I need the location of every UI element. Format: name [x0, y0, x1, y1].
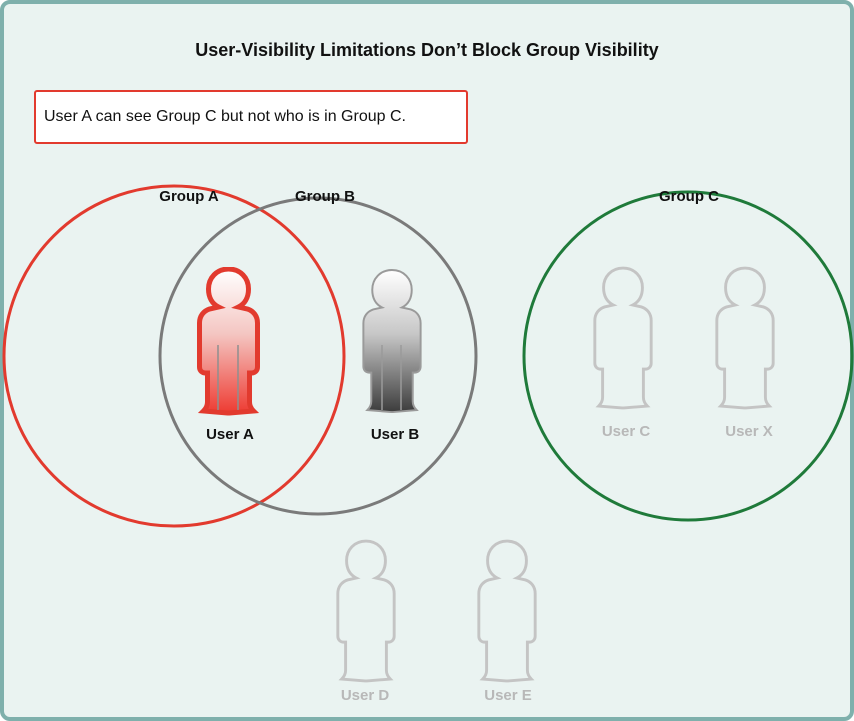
person-icon: [362, 268, 422, 414]
person-outline-icon: [593, 266, 653, 410]
user-x-label: User X: [725, 423, 773, 440]
user-e-label: User E: [484, 687, 532, 704]
group-a-label: Group A: [159, 188, 219, 205]
user-d-label: User D: [341, 687, 390, 704]
user-a-label: User A: [206, 426, 254, 443]
group-a-circle: [2, 184, 346, 528]
group-c-label: Group C: [659, 188, 719, 205]
person-icon: [200, 269, 258, 413]
diagram-title: User-Visibility Limitations Don’t Block …: [195, 40, 659, 60]
person-outline-icon: [715, 266, 775, 410]
person-outline-icon: [477, 539, 537, 683]
group-b-label: Group B: [295, 188, 355, 205]
user-b-label: User B: [371, 426, 420, 443]
note-text: User A can see Group C but not who is in…: [44, 108, 406, 125]
user-a-figure: [200, 269, 258, 413]
user-c-label: User C: [602, 423, 651, 440]
person-outline-icon: [336, 539, 396, 683]
note-box: User A can see Group C but not who is in…: [34, 90, 468, 144]
group-b-circle: [158, 196, 478, 516]
group-c-circle: [522, 190, 854, 522]
user-b-figure: [362, 268, 422, 414]
